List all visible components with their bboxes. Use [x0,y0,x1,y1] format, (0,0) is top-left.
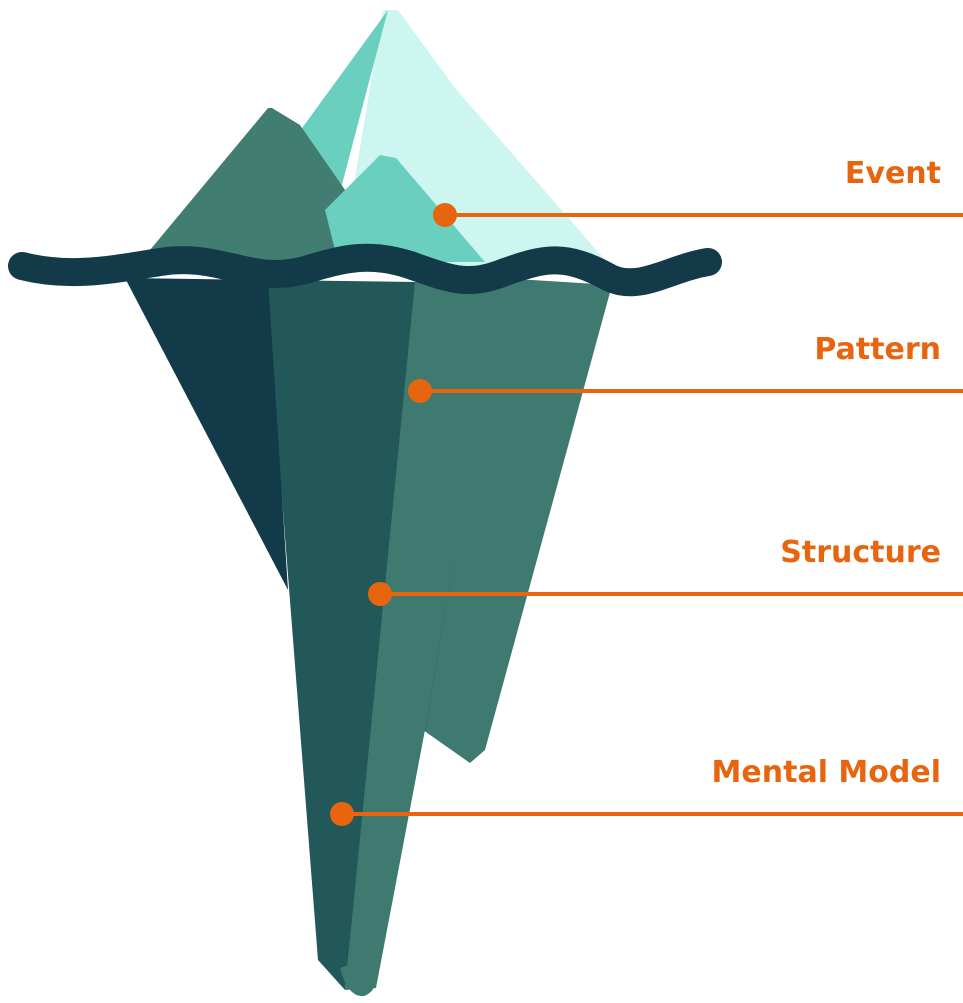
iceberg-tip [340,960,378,997]
level-label-pattern: Pattern [814,332,941,367]
pattern-pointer-dot [408,379,432,403]
level-label-event: Event [845,156,941,191]
waterline [8,243,722,297]
mental-model-pointer-dot [330,802,354,826]
iceberg-underwater-left [125,278,288,590]
iceberg-middle-peak [325,155,485,262]
iceberg-underwater-right [423,278,612,763]
structure-pointer-dot [368,582,392,606]
iceberg-back-peak-aqua [297,10,388,192]
level-label-structure: Structure [780,535,941,570]
level-label-mental-model: Mental Model [712,755,941,790]
event-pointer-dot [433,203,457,227]
iceberg-underwater-middle-left [265,280,418,990]
